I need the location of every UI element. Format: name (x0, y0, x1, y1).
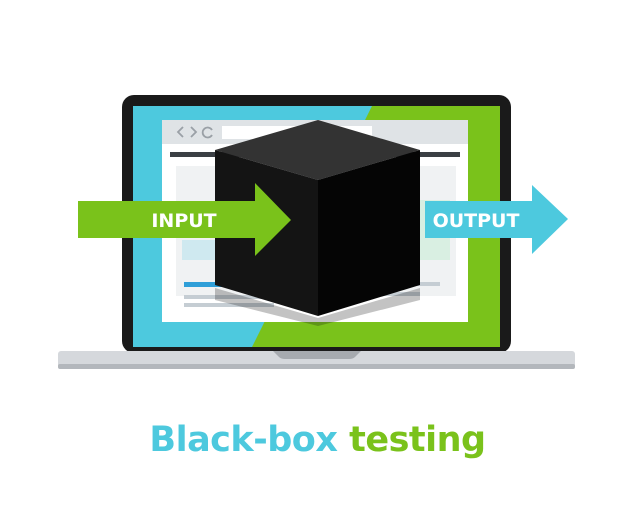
browser-forward-icon (190, 126, 198, 138)
laptop-hinge-notch (273, 351, 361, 359)
browser-refresh-icon (201, 126, 213, 139)
input-label: INPUT (151, 210, 216, 232)
box-shadow (215, 288, 420, 326)
laptop-base (58, 351, 575, 368)
black-box-cube-icon (215, 120, 420, 316)
caption-black-box: Black-box (149, 420, 338, 460)
output-arrow-icon: OUTPUT (425, 185, 568, 254)
browser-back-icon (176, 126, 184, 138)
output-label: OUTPUT (433, 210, 520, 232)
caption-testing: testing (349, 420, 486, 460)
input-arrow-icon: INPUT (78, 183, 291, 256)
caption-title: Black-box testing (0, 418, 635, 462)
